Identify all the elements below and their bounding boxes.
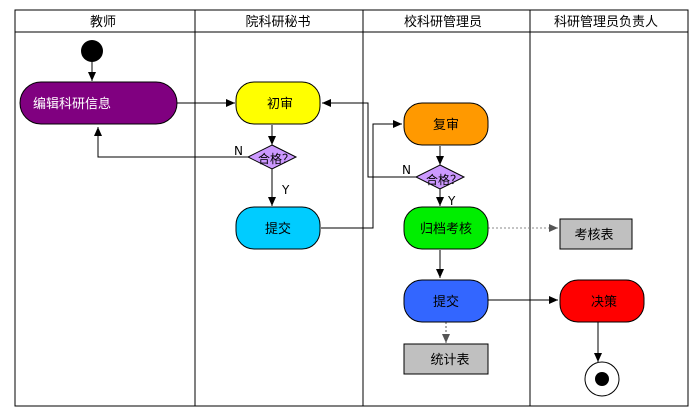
node-second-decision: 合格？ <box>414 164 466 190</box>
node-submit-secretary: 提交 <box>235 206 321 250</box>
node-decision-shape <box>559 279 645 323</box>
node-submit-secretary-label: 提交 <box>265 221 291 237</box>
node-submit-secretary-shape <box>235 206 321 250</box>
lane-title-admin-head: 科研管理员负责人 <box>554 15 658 30</box>
lane-title-college-secretary: 院科研秘书 <box>245 15 310 30</box>
node-archive: 归档考核 <box>403 206 489 250</box>
lane-title-school-admin: 校科研管理员 <box>404 14 482 30</box>
node-stats-table: 统计表 <box>403 343 489 375</box>
node-stats-table-shape <box>403 343 489 375</box>
node-decision: 决策 <box>559 279 645 323</box>
edge-submit-to-second-review <box>321 120 402 229</box>
edge-second-decision-no <box>322 99 418 178</box>
edge-label-second-yes: Y <box>447 194 456 208</box>
node-edit-info: 编辑科研信息 <box>19 81 178 125</box>
node-first-decision-shape <box>246 144 298 170</box>
node-edit-info-label: 编辑科研信息 <box>33 96 111 112</box>
edge-first-decision-no <box>94 127 250 158</box>
edge-label-second-no: N <box>402 163 411 177</box>
node-first-review-label: 初审 <box>267 97 293 112</box>
node-submit-admin-shape <box>403 279 489 323</box>
node-assessment-table: 考核表 <box>559 218 633 250</box>
lane-title-teacher: 教师 <box>90 14 116 30</box>
end-node <box>584 361 620 397</box>
node-stats-table-label: 统计表 <box>430 353 469 368</box>
start-node <box>81 40 103 62</box>
node-second-review-label: 复审 <box>433 118 459 133</box>
node-archive-label: 归档考核 <box>420 222 472 237</box>
node-edit-info-shape <box>19 81 178 125</box>
node-submit-admin: 提交 <box>403 279 489 323</box>
node-first-decision: 合格？ <box>246 144 298 170</box>
node-second-review: 复审 <box>403 102 489 146</box>
node-submit-admin-label: 提交 <box>433 294 459 310</box>
node-assessment-table-shape <box>559 218 633 250</box>
node-archive-shape <box>403 206 489 250</box>
node-first-review: 初审 <box>235 81 321 125</box>
edge-label-first-yes: Y <box>281 183 290 197</box>
connectors <box>88 62 602 362</box>
node-decision-label: 决策 <box>591 294 617 310</box>
edge-label-first-no: N <box>234 144 243 158</box>
node-first-decision-label: 合格？ <box>258 151 294 166</box>
node-first-review-shape <box>235 81 321 125</box>
node-second-review-shape <box>403 102 489 146</box>
swimlane-frame <box>14 9 689 407</box>
node-assessment-table-label: 考核表 <box>574 228 613 243</box>
node-second-decision-label: 合格？ <box>426 172 462 187</box>
node-second-decision-shape <box>414 164 466 190</box>
